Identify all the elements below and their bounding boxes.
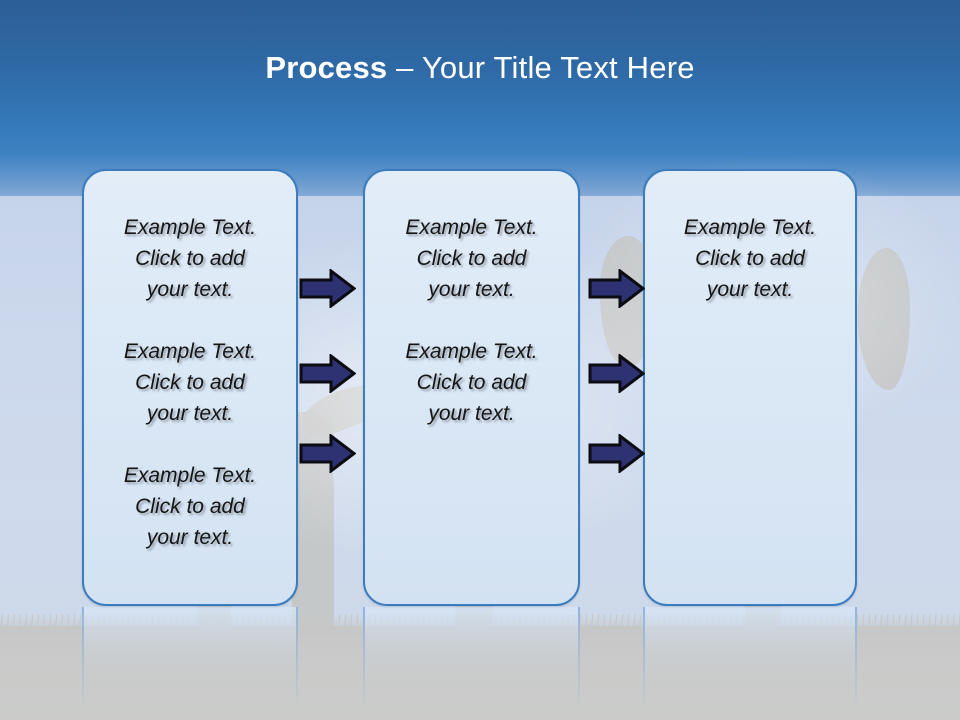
placeholder-text[interactable]: Example Text. Click to add your text. — [405, 340, 538, 425]
right-arrow-icon[interactable] — [299, 354, 356, 393]
box-reflection — [82, 607, 298, 720]
background-silhouette — [858, 248, 910, 390]
right-arrow-icon[interactable] — [588, 434, 645, 473]
box-reflection — [643, 607, 857, 720]
right-arrow-icon[interactable] — [299, 434, 356, 473]
placeholder-text[interactable]: Example Text. Click to add your text. — [405, 216, 538, 301]
placeholder-text[interactable]: Example Text. Click to add your text. — [123, 340, 257, 425]
placeholder-text[interactable]: Example Text. Click to add your text. — [683, 216, 817, 301]
placeholder-text[interactable]: Example Text. Click to add your text. — [123, 464, 257, 549]
page-title: Process – Your Title Text Here — [0, 50, 960, 86]
placeholder-text[interactable]: Example Text. Click to add your text. — [123, 216, 257, 301]
process-box-2-content: Example Text. Click to add your text. Ex… — [365, 171, 578, 604]
page-title-rest: – Your Title Text Here — [387, 50, 695, 85]
right-arrow-icon[interactable] — [299, 269, 356, 308]
process-box-2[interactable]: Example Text. Click to add your text. Ex… — [363, 169, 580, 606]
process-box-1-content: Example Text. Click to add your text. Ex… — [84, 171, 296, 604]
page-title-strong: Process — [265, 50, 388, 85]
box-reflection — [363, 607, 580, 720]
right-arrow-icon[interactable] — [588, 354, 645, 393]
process-box-3[interactable]: Example Text. Click to add your text. — [643, 169, 857, 606]
process-box-3-content: Example Text. Click to add your text. — [645, 171, 855, 604]
process-box-1[interactable]: Example Text. Click to add your text. Ex… — [82, 169, 298, 606]
right-arrow-icon[interactable] — [588, 269, 645, 308]
